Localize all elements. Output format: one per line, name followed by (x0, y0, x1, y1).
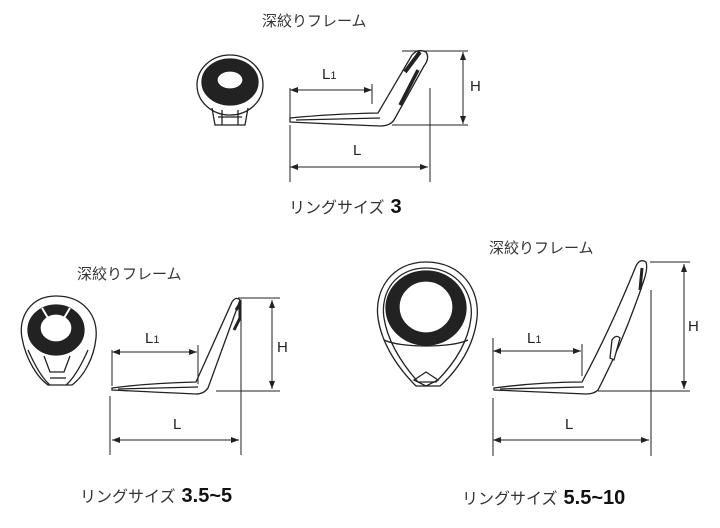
ring-front-view-size3 (196, 54, 264, 126)
guide-side-view-size3 (289, 49, 468, 182)
dimension-H-label: H (277, 339, 288, 356)
frame-title-size3-5: 深絞りフレーム (77, 265, 182, 283)
frame-title-size3: 深絞りフレーム (262, 12, 367, 30)
dimension-L-label: L (353, 142, 362, 159)
guide-side-view-size5-5 (492, 260, 690, 456)
dimension-L1-label: L1 (527, 330, 542, 347)
dimension-L-label: L (565, 416, 574, 433)
ring-front-view-size3-5 (20, 295, 97, 386)
dimension-L-label: L (173, 416, 182, 433)
dimension-H-label: H (470, 78, 481, 95)
dimension-L1-label: L1 (322, 66, 337, 83)
frame-title-size5-5: 深絞りフレーム (489, 239, 594, 257)
dimension-H-label: H (688, 318, 699, 335)
dimension-L1-label: L1 (145, 330, 160, 347)
ring-front-view-size5-5 (376, 261, 478, 387)
guide-side-view-size3-5 (109, 297, 280, 455)
